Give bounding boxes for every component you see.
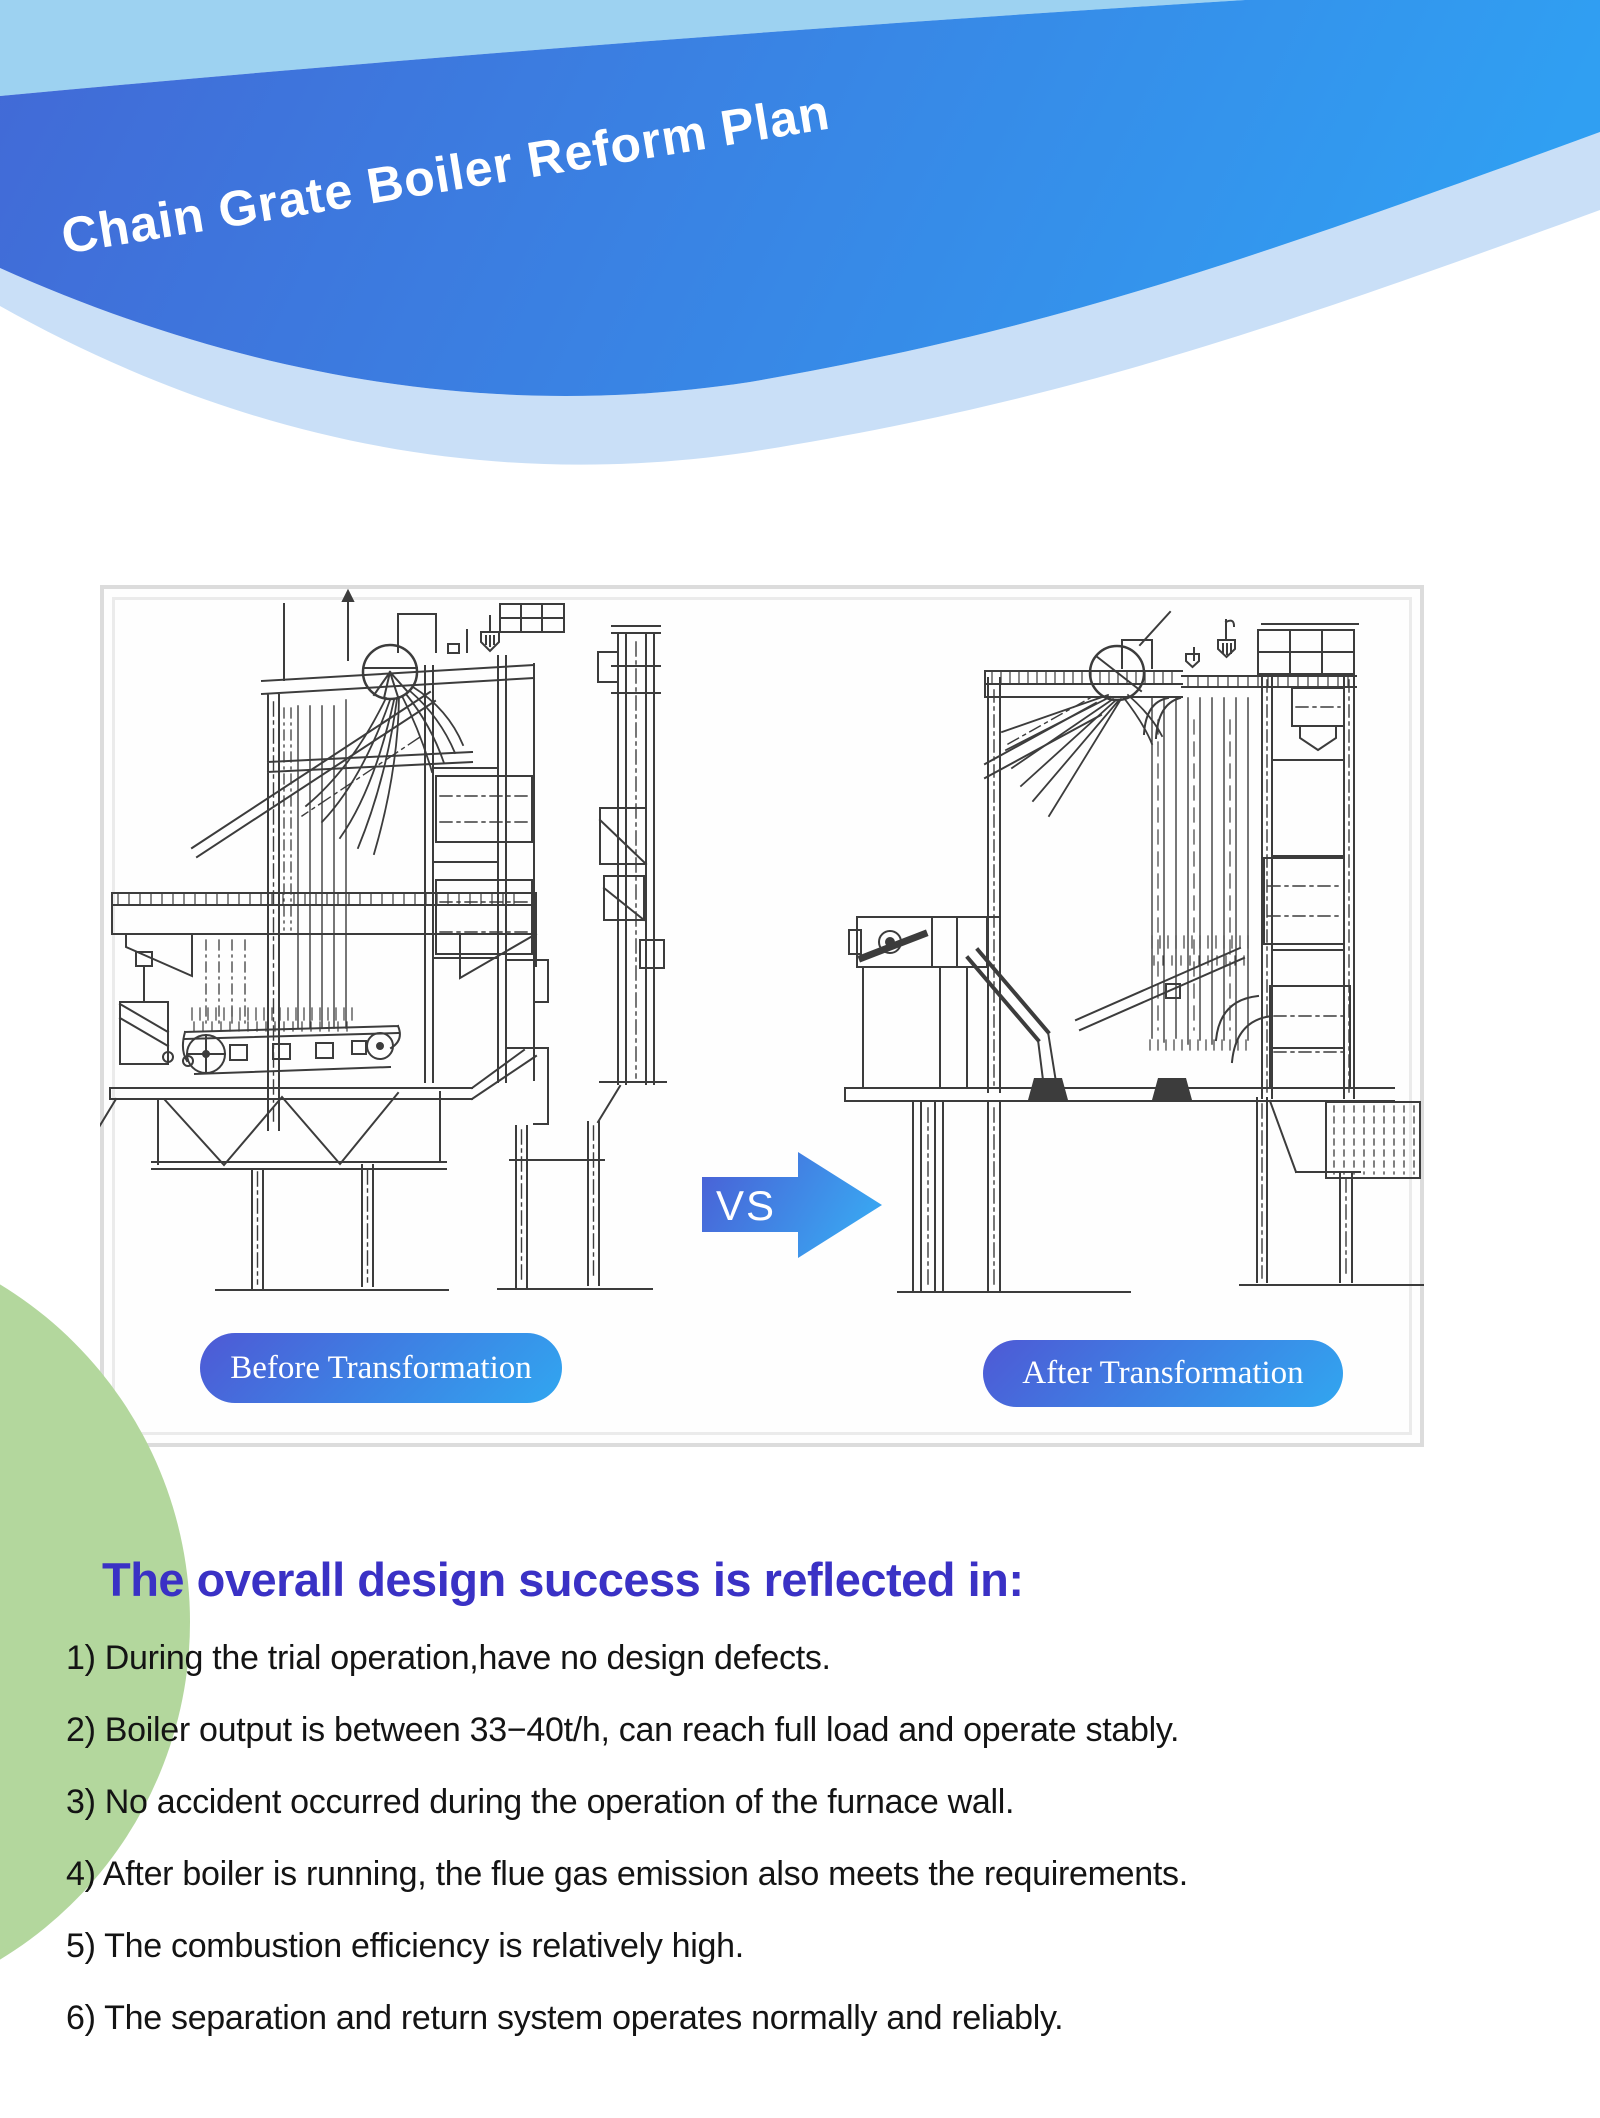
comparison-panel bbox=[100, 585, 1424, 1447]
top-grid-box bbox=[499, 603, 565, 633]
list-item: 3) No accident occurred during the opera… bbox=[66, 1783, 1015, 1821]
before-transformation-button[interactable]: Before Transformation bbox=[200, 1333, 562, 1403]
summary-list: 1) During the trial operation,have no de… bbox=[66, 1622, 1546, 2054]
safety-valve-icon bbox=[447, 631, 500, 654]
before-transformation-label: Before Transformation bbox=[230, 1349, 532, 1386]
gauge-flag-icon bbox=[341, 588, 355, 602]
banner-dark-band bbox=[0, 0, 1600, 396]
list-item: 1) During the trial operation,have no de… bbox=[66, 1639, 831, 1677]
list-item: 2) Boiler output is between 33−40t/h, ca… bbox=[66, 1711, 1180, 1749]
vs-arrow-icon: VS bbox=[702, 1152, 882, 1258]
list-item: 4) After boiler is running, the flue gas… bbox=[66, 1855, 1188, 1893]
comparison-panel-inner-border bbox=[112, 597, 1412, 1435]
banner-wave-graphic bbox=[0, 0, 1600, 465]
vs-label: VS bbox=[716, 1182, 776, 1229]
summary-heading: The overall design success is reflected … bbox=[102, 1553, 1024, 1606]
after-transformation-label: After Transformation bbox=[1022, 1355, 1304, 1391]
after-transformation-button[interactable]: After Transformation bbox=[983, 1340, 1343, 1407]
list-item: 5) The combustion efficiency is relative… bbox=[66, 1927, 744, 1965]
before-boiler-diagram bbox=[100, 588, 667, 1291]
safety-valve-icon bbox=[1185, 639, 1236, 669]
after-boiler-diagram bbox=[844, 610, 1424, 1293]
banner-light-wedge bbox=[0, 0, 1245, 96]
banner-light-stripe bbox=[0, 132, 1600, 465]
list-item: 6) The separation and return system oper… bbox=[66, 1999, 1064, 2037]
boiler-diagrams bbox=[100, 588, 1424, 1293]
